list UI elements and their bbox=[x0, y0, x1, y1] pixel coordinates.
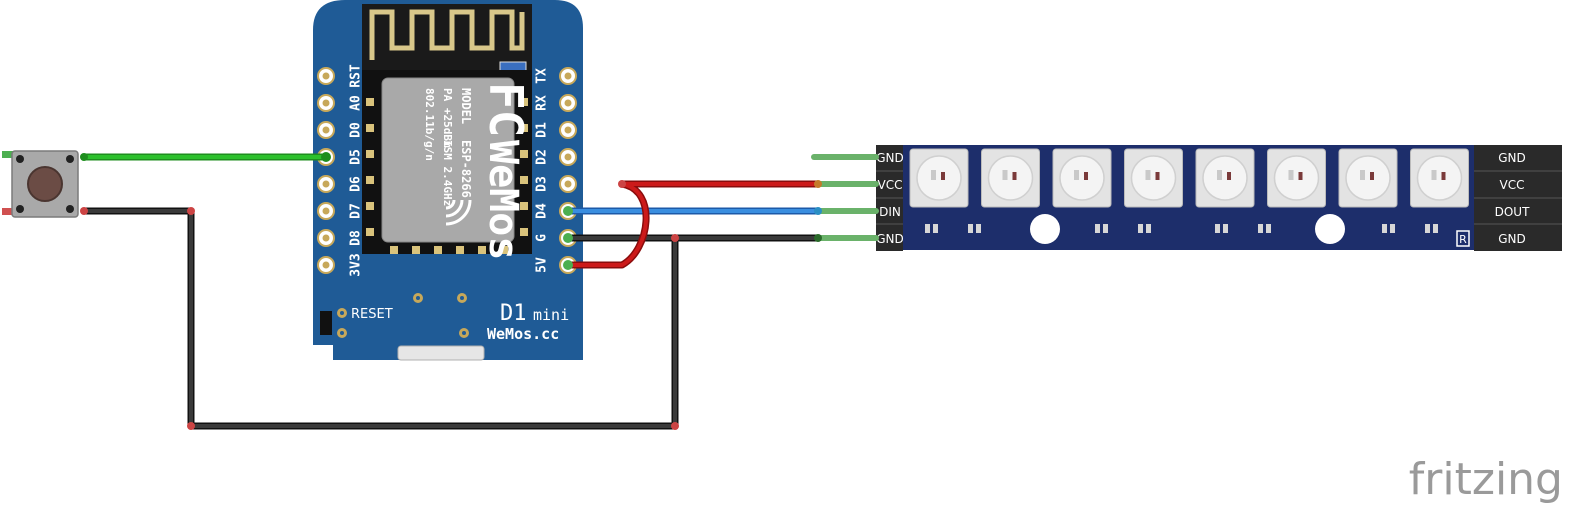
chip-model-label: MODEL bbox=[459, 88, 473, 124]
chip-model: ESP-8266 bbox=[459, 140, 473, 198]
reset-label: RESET bbox=[351, 307, 393, 322]
pcb-antenna-icon bbox=[369, 9, 525, 60]
led-lens-icon bbox=[1273, 155, 1320, 201]
push-button bbox=[2, 150, 79, 218]
led-lens-icon bbox=[1202, 155, 1248, 201]
pin-label-d2: D2 bbox=[535, 149, 550, 165]
strip-left-pin-gnd: GND bbox=[876, 151, 904, 165]
strip-mount-hole bbox=[1030, 214, 1060, 244]
board-name-big: D1 bbox=[500, 301, 527, 326]
strip-mount-hole bbox=[1315, 214, 1345, 244]
pin-label-d5: D5 bbox=[349, 149, 364, 165]
smd-pad bbox=[933, 224, 938, 233]
smd-pad bbox=[1433, 224, 1438, 233]
smd-pad bbox=[1258, 224, 1263, 233]
led-module bbox=[1338, 148, 1398, 208]
button-pin-bottom-left bbox=[2, 208, 14, 215]
smd-pad bbox=[925, 224, 930, 233]
board-name-small: mini bbox=[533, 306, 569, 324]
chip-spec-3: 802.11b/g/n bbox=[423, 88, 436, 161]
led-module bbox=[981, 148, 1040, 208]
smd-pad bbox=[1138, 224, 1143, 233]
pin-label-d1: D1 bbox=[535, 122, 550, 138]
button-pin-top-left bbox=[2, 151, 14, 158]
led-lens-icon bbox=[1416, 155, 1463, 201]
right-pin-labels: TX RX D1 D2 D3 D4 G 5V bbox=[535, 68, 550, 273]
wifi-icon bbox=[445, 199, 472, 226]
led-strip: GND VCC DIN GND GND VCC DOUT GND R bbox=[876, 145, 1562, 251]
chip-spec-2: PA +25dBm bbox=[441, 88, 454, 148]
led-module bbox=[1267, 148, 1326, 208]
led-module bbox=[1052, 148, 1112, 208]
smd-pads bbox=[925, 224, 1438, 233]
smd-pad bbox=[1103, 224, 1108, 233]
strip-left-pin-din: DIN bbox=[879, 205, 901, 219]
led-array bbox=[909, 148, 1469, 208]
smd-pad bbox=[1425, 224, 1430, 233]
strip-right-pin-gnd2: GND bbox=[1498, 232, 1526, 246]
led-module bbox=[1195, 148, 1255, 208]
strip-right-pin-vcc: VCC bbox=[1500, 178, 1525, 192]
wire-5v-vcc bbox=[564, 180, 822, 269]
pin-label-d8: D8 bbox=[349, 230, 364, 246]
pin-label-d6: D6 bbox=[349, 176, 364, 192]
strip-right-pin-dout: DOUT bbox=[1495, 205, 1530, 219]
smd-pad bbox=[1382, 224, 1387, 233]
smd-pad bbox=[976, 224, 981, 233]
pin-label-5v: 5V bbox=[535, 257, 550, 273]
pin-label-a0: A0 bbox=[349, 95, 364, 111]
wemos-d1-mini-board: WeMos FC MODEL ESP-8266 ISM 2.4GHz PA +2… bbox=[313, 0, 583, 361]
pin-label-d0: D0 bbox=[349, 122, 364, 138]
wire-joints bbox=[80, 152, 822, 430]
chip-marking: WeMos FC MODEL ESP-8266 ISM 2.4GHz PA +2… bbox=[423, 82, 533, 260]
pin-label-rx: RX bbox=[535, 95, 550, 111]
smd-pad bbox=[1146, 224, 1151, 233]
left-header-pins bbox=[317, 67, 335, 274]
pin-label-g: G bbox=[535, 234, 550, 242]
smd-pad bbox=[1095, 224, 1100, 233]
led-lens-icon bbox=[1059, 155, 1105, 201]
led-lens-icon bbox=[1130, 155, 1177, 201]
pin-label-3v3: 3V3 bbox=[349, 253, 364, 276]
reset-button bbox=[320, 311, 332, 335]
chip-spec-1: ISM 2.4GHz bbox=[441, 140, 454, 206]
pin-label-tx: TX bbox=[535, 68, 550, 84]
usb-connector bbox=[397, 345, 485, 361]
smd-pad bbox=[968, 224, 973, 233]
esp-module-shield bbox=[381, 77, 515, 243]
left-pin-labels: RST A0 D0 D5 D6 D7 D8 3V3 bbox=[349, 64, 364, 277]
smd-pad bbox=[1215, 224, 1220, 233]
fcc-mark: FC bbox=[479, 82, 533, 137]
led-module bbox=[1410, 148, 1469, 208]
pin-label-d4: D4 bbox=[535, 203, 550, 219]
led-lens-icon bbox=[1345, 155, 1391, 201]
led-lens-icon bbox=[987, 155, 1034, 201]
led-module bbox=[1124, 148, 1183, 208]
strip-right-pin-gnd: GND bbox=[1498, 151, 1526, 165]
pin-label-d7: D7 bbox=[349, 203, 364, 219]
pin-label-rst: RST bbox=[349, 64, 364, 88]
strip-left-pin-vcc: VCC bbox=[878, 178, 903, 192]
led-module bbox=[909, 148, 969, 208]
board-site: WeMos.cc bbox=[487, 325, 559, 343]
chip-brand: WeMos bbox=[480, 140, 526, 260]
fritzing-watermark: fritzing bbox=[1409, 454, 1563, 505]
led-lens-icon bbox=[916, 155, 962, 201]
smd-pad bbox=[1223, 224, 1228, 233]
strip-left-pin-gnd2: GND bbox=[876, 232, 904, 246]
smd-pad bbox=[1390, 224, 1395, 233]
smd-pad bbox=[1266, 224, 1271, 233]
registered-mark: R bbox=[1459, 233, 1467, 246]
registered-mark-box bbox=[1456, 230, 1470, 247]
pin-label-d3: D3 bbox=[535, 176, 550, 192]
push-button-icon bbox=[27, 166, 63, 202]
